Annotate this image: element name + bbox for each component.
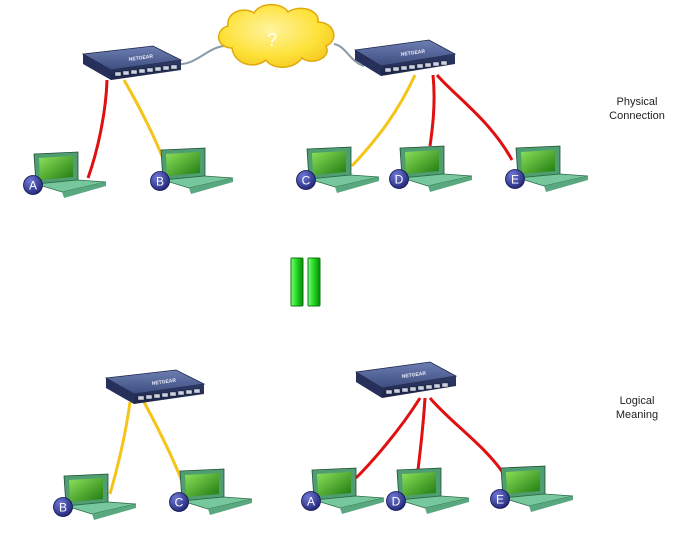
laptop-label: B [156,175,164,189]
switch-brand-label: NETGEAR [401,371,426,380]
logical-meaning-label: Logical Meaning [577,394,690,422]
laptop-b: B [150,147,234,194]
cloud-question-mark: ? [267,30,277,50]
label-line: Meaning [615,409,659,421]
switch-brand-label: NETGEAR [128,54,153,63]
trunk-link-right [333,43,365,67]
logical-laptop-c: C [169,468,253,515]
laptop-label: D [395,173,404,187]
logical-cable-e [428,397,507,477]
logical-laptop-a: A [301,467,385,514]
logical-laptop-e: E [490,465,574,512]
laptop-badge [296,170,316,190]
logical-switch-right: NETGEAR [354,361,458,398]
laptop-badge [150,171,170,191]
logical-cable-c [142,401,188,493]
laptop-a: A [23,151,107,198]
logical-section: NETGEAR NETGEAR B [53,361,574,520]
laptop-badge [23,175,43,195]
logical-laptop-b: B [53,473,137,520]
cable-a [86,79,109,179]
laptop-badge [169,492,189,512]
logical-cable-d [416,397,427,471]
laptop-c: C [296,146,380,193]
physical-section: ? NETGEAR [23,3,589,198]
laptop-label: B [59,501,67,515]
laptop-label: E [496,493,504,507]
laptop-label: A [29,179,37,193]
logical-cable-a [354,397,422,480]
logical-switch-left: NETGEAR [104,369,206,404]
switch-brand-label: NETGEAR [151,378,176,387]
label-line: Logical [619,395,655,407]
cable-e [435,74,514,161]
laptop-badge [53,497,73,517]
laptop-label: D [392,495,401,509]
cable-d [428,74,436,147]
physical-connection-label: Physical Connection [577,95,690,123]
logical-laptop-d: D [386,467,470,514]
laptop-d: D [389,145,473,192]
laptop-badge [505,169,525,189]
laptop-badge [490,489,510,509]
label-line: Physical [616,96,658,108]
laptop-badge [386,491,406,511]
laptop-e: E [505,145,589,192]
laptop-label: C [175,496,184,510]
laptop-badge [301,491,321,511]
cable-c [350,74,417,168]
laptop-badge [389,169,409,189]
switch-right: NETGEAR [353,39,457,76]
laptop-label: C [302,174,311,188]
laptop-label: E [511,173,519,187]
switch-brand-label: NETGEAR [400,49,425,58]
trunk-link-left [175,45,225,66]
logical-cable-b [108,401,132,495]
switch-left: NETGEAR [81,45,183,80]
label-line: Connection [609,110,665,122]
laptop-label: A [307,495,315,509]
internet-cloud: ? [218,3,335,68]
equals-symbol [290,257,321,307]
